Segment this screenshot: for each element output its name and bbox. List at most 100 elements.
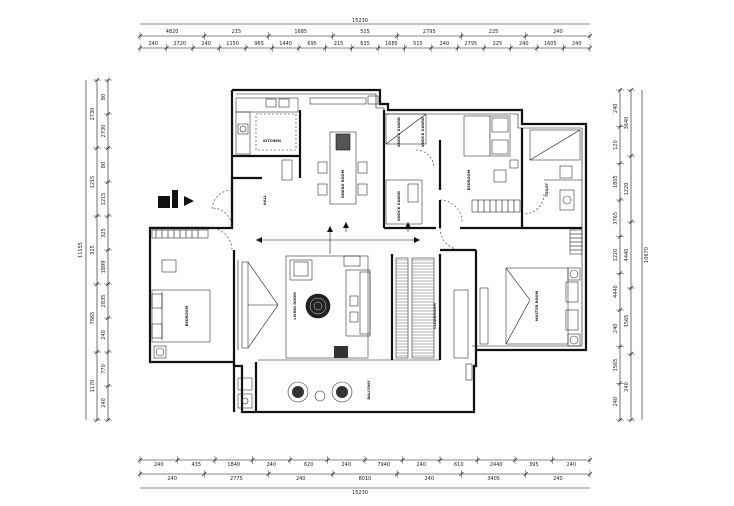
- dim-label: 120: [613, 140, 619, 150]
- dim-label: 620: [304, 462, 314, 468]
- dim-label: 3640: [624, 117, 630, 130]
- living-room: LIVING ROOM: [241, 255, 371, 359]
- bedroom-left: BEDROOM: [151, 227, 233, 359]
- living-label: LIVING ROOM: [293, 292, 297, 320]
- dim-label: 240: [341, 462, 351, 468]
- dim-label: 1565: [613, 359, 619, 372]
- toilet: TOILET: [523, 129, 581, 215]
- dim-label: 240: [167, 476, 177, 482]
- hall: HALL: [211, 159, 293, 229]
- dim-label: 240: [613, 397, 619, 407]
- dim-label: 240: [296, 476, 306, 482]
- dim-label: 4440: [624, 249, 630, 262]
- dim-label: 2720: [173, 41, 186, 47]
- dim-label: 770: [101, 364, 107, 374]
- dim-label: 240: [566, 462, 576, 468]
- dim-label: 240: [519, 41, 529, 47]
- kitchen: KITCHEN: [235, 97, 299, 155]
- dim-label: 240: [572, 41, 582, 47]
- bedroom-mid: BEDROOM: [463, 115, 521, 213]
- dim-label: 80: [101, 94, 107, 100]
- master-label: MASTER ROOM: [535, 290, 539, 321]
- dim-label: 3405: [487, 476, 500, 482]
- dining: DINING ROOM: [309, 95, 379, 205]
- dim-label: 3765: [613, 212, 619, 225]
- dim-label: 2835: [101, 295, 107, 308]
- dim-label: 1215: [90, 176, 96, 189]
- dim-label: 240: [553, 29, 563, 35]
- dim-label: 240: [101, 398, 107, 408]
- dim-label: 635: [360, 41, 370, 47]
- dim-label: 240: [553, 476, 563, 482]
- dim-label: 1215: [101, 193, 107, 206]
- dim-label: 225: [493, 41, 503, 47]
- bedroom-left-label: BEDROOM: [185, 305, 189, 326]
- dim-label: 240: [148, 41, 158, 47]
- knock-guard-top-label: KNOCK GUARD: [397, 117, 401, 147]
- interior-walls: [150, 110, 582, 412]
- dim-label: 240: [201, 41, 211, 47]
- dim-label: 240: [266, 462, 276, 468]
- dim-label: 1685: [294, 29, 307, 35]
- dim-label: 395: [529, 462, 539, 468]
- dim-label: 1440: [279, 41, 292, 47]
- dim-label: 1150: [226, 41, 239, 47]
- dim-label: 240: [154, 462, 164, 468]
- dim-label: 7940: [377, 462, 390, 468]
- dim-label: 1840: [227, 462, 240, 468]
- knock-guard-mid: KNOCK GUARD: [385, 179, 463, 251]
- knock-guard-mid-label: KNOCK GUARD: [397, 191, 401, 221]
- dim-label: 2795: [423, 29, 436, 35]
- dim-label: 325: [90, 245, 96, 255]
- hall-label: HALL: [263, 194, 267, 205]
- dim-label: 225: [489, 29, 499, 35]
- bathroom-bottom-left: [237, 377, 253, 409]
- dim-label: 215: [232, 29, 242, 35]
- dim-label: 2730: [90, 108, 96, 121]
- dim-label: 1805: [613, 175, 619, 188]
- dim-label: 1685: [385, 41, 398, 47]
- dim-label: 610: [454, 462, 464, 468]
- balcony-label: BALCONY: [367, 380, 371, 400]
- dim-label: 80: [101, 162, 107, 168]
- exterior-walls: [148, 88, 588, 414]
- dim-label: 4820: [166, 29, 179, 35]
- bottom-total-dim: 15230: [352, 490, 368, 496]
- dim-label: 695: [307, 41, 317, 47]
- entrance-icon: [158, 190, 194, 208]
- knock-guard-top: KNOCK GUARD KNOCK GUARD: [385, 113, 435, 169]
- dim-label: 7865: [90, 312, 96, 325]
- kitchen-label: KITCHEN: [263, 139, 281, 143]
- right-total-dim: 10670: [644, 247, 650, 263]
- dim-label: 240: [416, 462, 426, 468]
- dim-label: 240: [425, 476, 435, 482]
- dim-label: 1220: [624, 183, 630, 196]
- dim-label: 240: [613, 324, 619, 334]
- master-room: MASTER ROOM: [505, 229, 583, 347]
- toilet-label: TOILET: [545, 182, 549, 197]
- balcony: BALCONY: [287, 363, 473, 403]
- left-dimensions: 2730121532578651170802730801215325189928…: [78, 77, 112, 423]
- top-total-dim: 15230: [352, 18, 368, 24]
- dim-label: 515: [413, 41, 423, 47]
- dining-label: DINING ROOM: [341, 169, 345, 198]
- left-total-dim: 11155: [78, 242, 84, 258]
- bedroom-mid-label: BEDROOM: [467, 169, 471, 190]
- compass-arrow-icon: [256, 222, 420, 254]
- dim-label: 240: [440, 41, 450, 47]
- dim-label: 1170: [90, 380, 96, 393]
- right-dimensions: 240 120 1805 3765 1220 4440 240 1565 240 3640 1220…: [613, 87, 650, 423]
- cloakroom-label: CLOAKROOM: [433, 303, 437, 329]
- dim-label: 240: [101, 330, 107, 340]
- dim-label: 2730: [101, 125, 107, 138]
- dim-label: 435: [191, 462, 201, 468]
- cloakroom: CLOAKROOM: [395, 257, 489, 359]
- dim-label: 240: [613, 104, 619, 114]
- dim-label: 1220: [613, 249, 619, 262]
- knock-guard-top-label-2: KNOCK GUARD: [421, 117, 425, 147]
- dim-label: 1605: [544, 41, 557, 47]
- dim-label: 1899: [101, 261, 107, 274]
